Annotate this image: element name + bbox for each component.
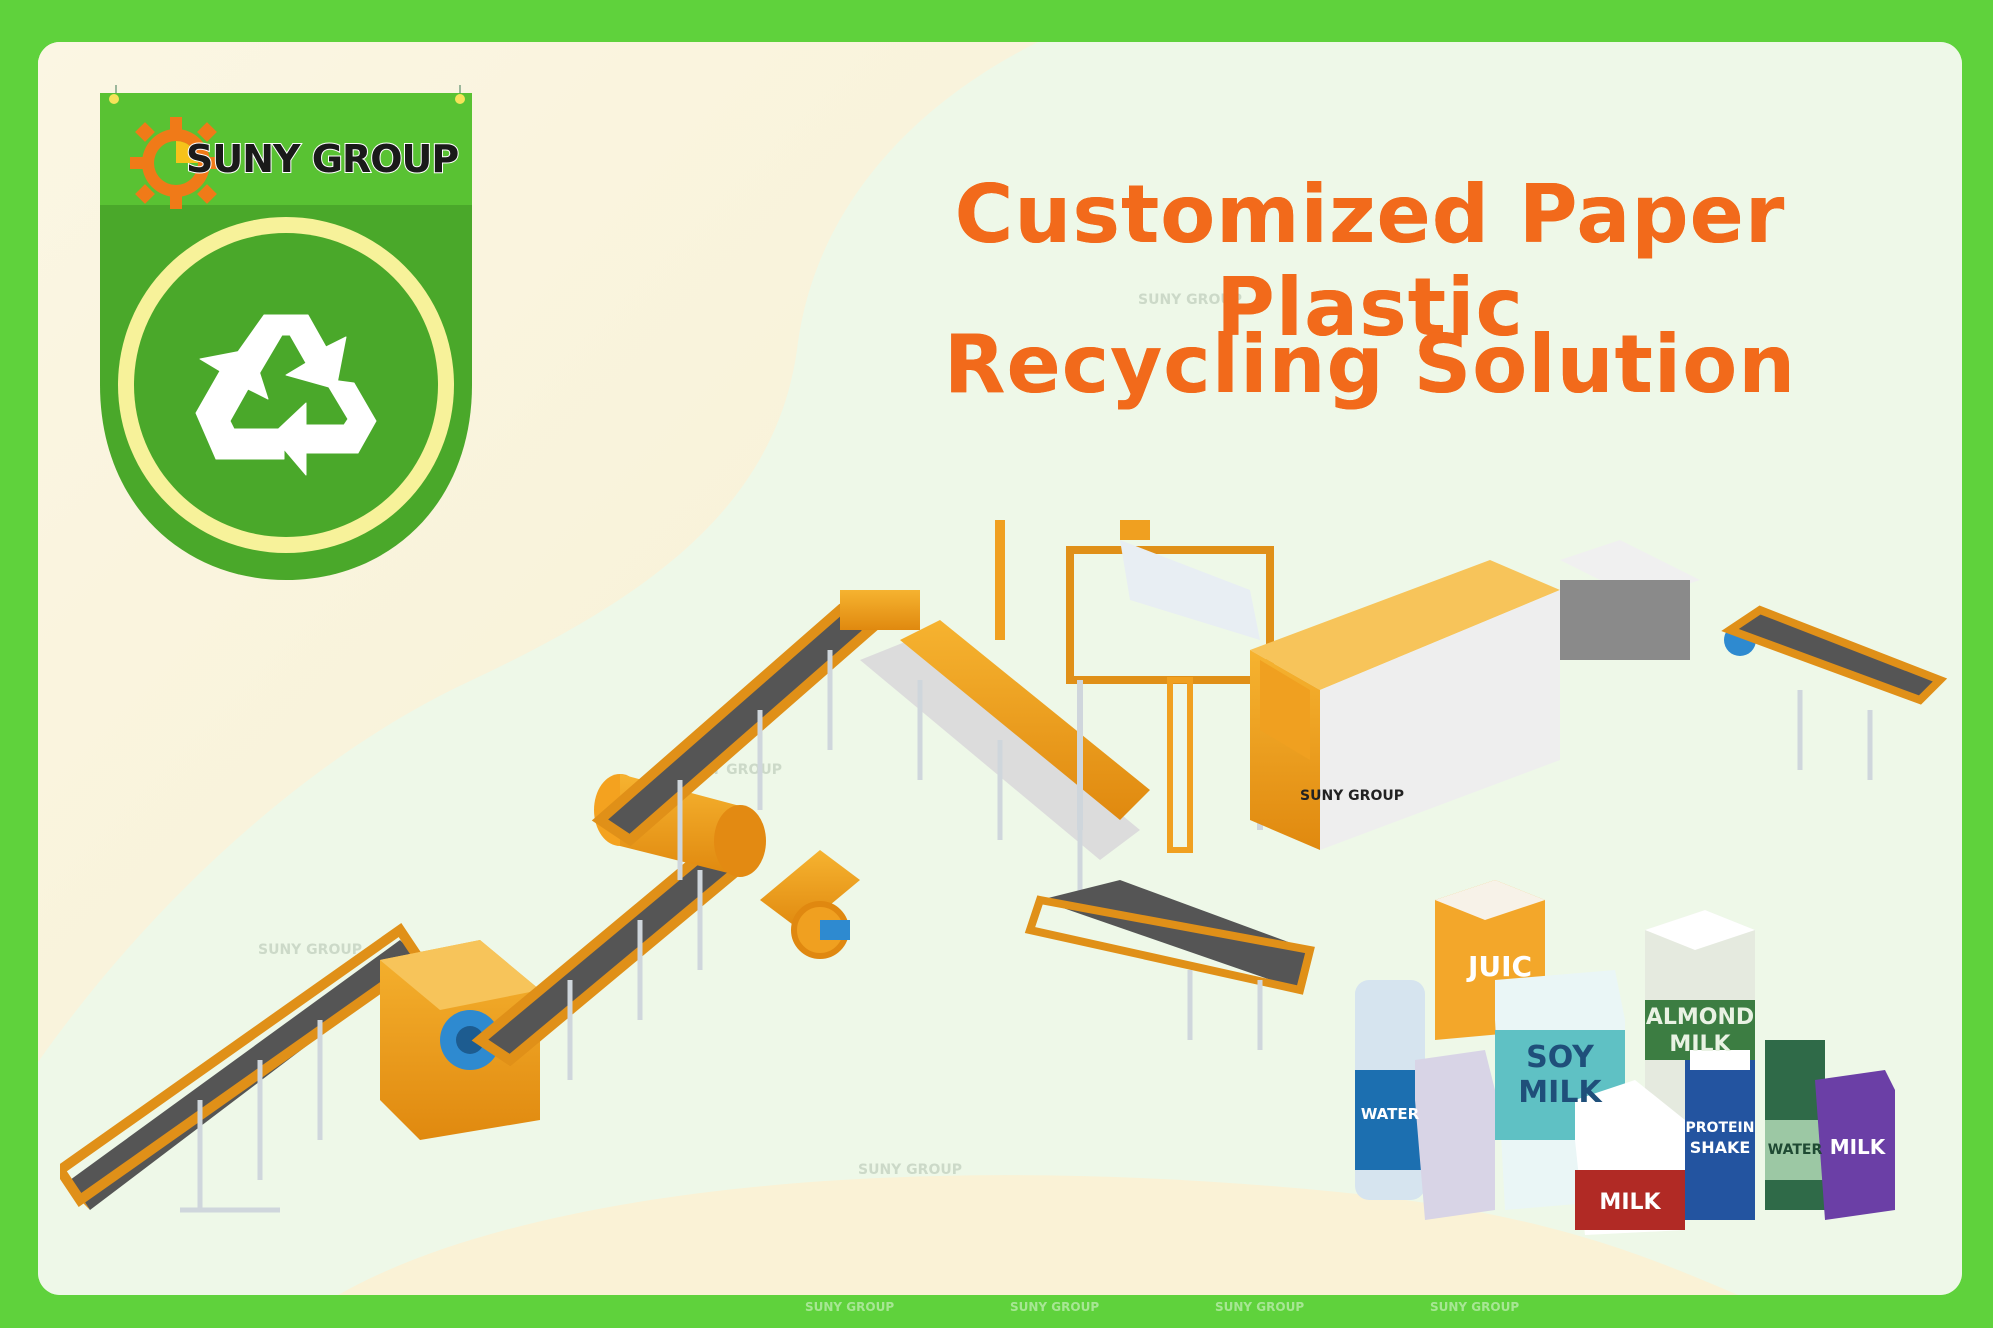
- headline-line-2: Recycling Solution: [943, 318, 1797, 411]
- carton-label-coconut-water: WATER: [1767, 1142, 1823, 1158]
- carton-label-soy-milk: MILK: [1518, 1075, 1602, 1110]
- recycling-line-illustration: SUNY GROUP: [60, 520, 1948, 1213]
- watermark-text: SUNY GROUP: [1430, 1300, 1520, 1314]
- carton-label-soy: SOY: [1526, 1040, 1594, 1075]
- bottom-band: [0, 1295, 1993, 1328]
- conveyor-2: [471, 833, 759, 1080]
- carton-label-protein: PROTEIN: [1685, 1120, 1755, 1136]
- carton-label-almond-milk: MILK: [1669, 1032, 1731, 1057]
- conveyor-4: [1024, 880, 1315, 1050]
- shredder: [380, 940, 540, 1140]
- tower: [995, 520, 1274, 853]
- recycle-icon: [195, 314, 377, 476]
- conveyor-5: [1721, 605, 1948, 780]
- gear-icon: [130, 117, 222, 209]
- filter-press: [1560, 540, 1756, 660]
- watermark-text: SUNY GROUP: [1010, 1300, 1100, 1314]
- carton-label-water: WATER: [1360, 1105, 1420, 1123]
- conveyor-1: [60, 922, 427, 1213]
- brand-badge: SUNY GROUP: [98, 85, 474, 585]
- brand-name: SUNY GROUP: [185, 136, 460, 182]
- carton-label-almond: ALMOND: [1645, 1005, 1755, 1030]
- watermark-text: SUNY GROUP: [258, 942, 362, 958]
- watermark-text: SUNY GROUP: [1215, 1300, 1305, 1314]
- watermark-text: SUNY GROUP: [858, 1162, 962, 1178]
- carton-products: WATER JUIC SOY MILK ALMOND MILK PROTEIN …: [1345, 880, 1915, 1240]
- carton-label-milk-purple: MILK: [1829, 1135, 1886, 1159]
- watermark-text: SUNY GROUP: [1138, 292, 1242, 308]
- washing-tank: [860, 620, 1150, 900]
- machine-brand-logo: SUNY GROUP: [1300, 788, 1404, 804]
- conveyor-3: [591, 590, 920, 880]
- separation-tank: SUNY GROUP: [1250, 560, 1560, 850]
- carton-label-shake: SHAKE: [1689, 1138, 1751, 1157]
- headline-line-1: Customized Paper Plastic: [954, 168, 1786, 354]
- watermark-text: SUNY GROUP: [805, 1300, 895, 1314]
- carton-label-milk-cow: MILK: [1599, 1190, 1661, 1215]
- carton-label-juice: JUIC: [1467, 950, 1533, 983]
